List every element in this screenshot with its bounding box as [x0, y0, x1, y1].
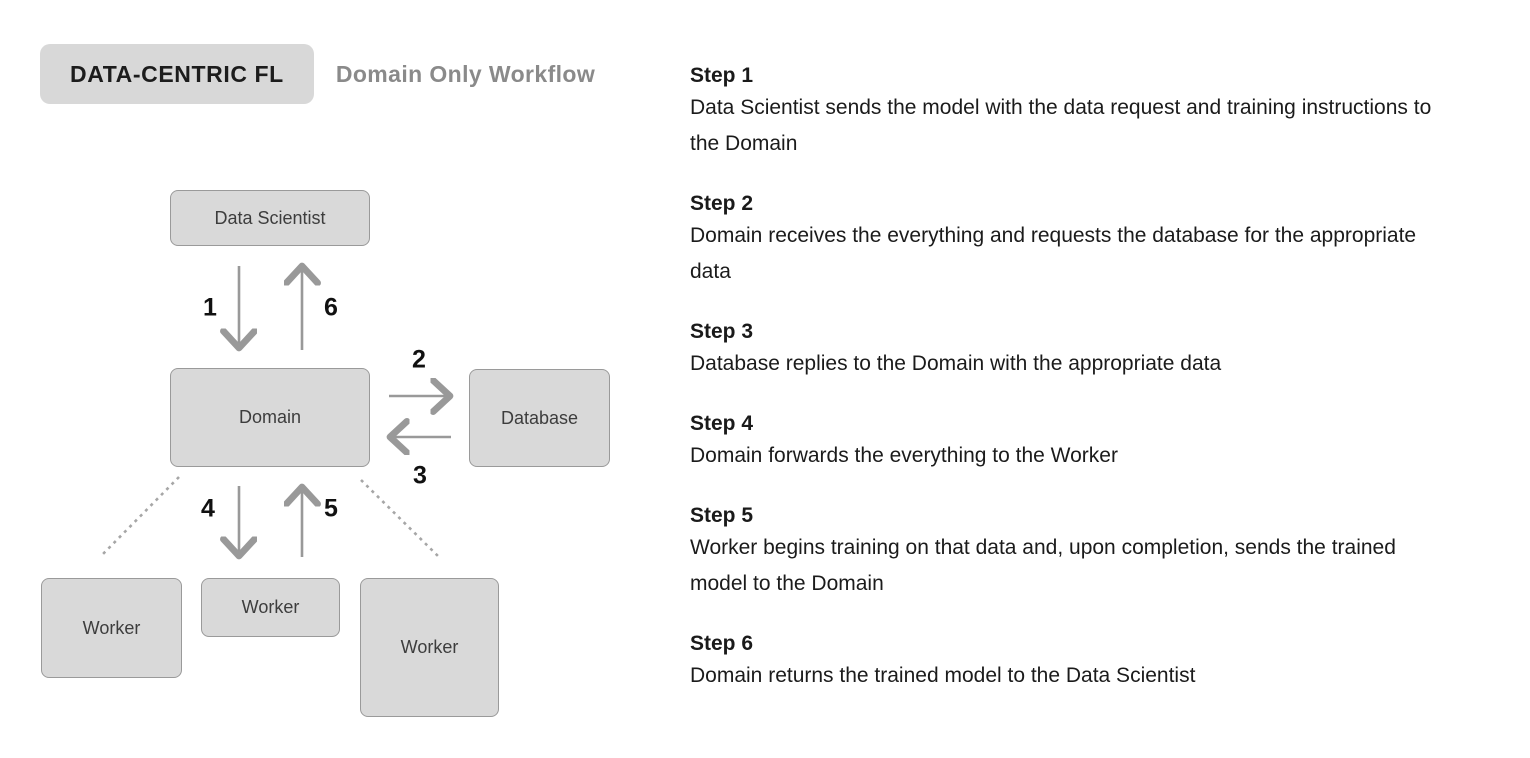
step-description: Database replies to the Domain with the … — [690, 352, 1222, 375]
category-badge: DATA-CENTRIC FL — [40, 44, 314, 104]
step-item-2: Step 2 Domain receives the everything an… — [690, 190, 1452, 290]
dotted-link-right — [360, 479, 442, 560]
workflow-diagram: Data Scientist Domain Database Worker Wo… — [0, 0, 660, 758]
step-description: Domain receives the everything and reque… — [690, 224, 1417, 283]
step-item-1: Step 1 Data Scientist sends the model wi… — [690, 62, 1452, 162]
header: DATA-CENTRIC FL Domain Only Workflow — [40, 44, 595, 104]
step-item-6: Step 6 Domain returns the trained model … — [690, 630, 1452, 694]
edge-label-6: 6 — [324, 293, 338, 322]
node-database: Database — [469, 369, 610, 467]
node-domain: Domain — [170, 368, 370, 467]
step-description: Worker begins training on that data and,… — [690, 536, 1396, 595]
steps-panel: Step 1 Data Scientist sends the model wi… — [690, 62, 1452, 722]
step-description: Domain forwards the everything to the Wo… — [690, 444, 1118, 467]
step-title: Step 4 — [690, 412, 754, 435]
dotted-link-left — [100, 476, 180, 557]
step-title: Step 6 — [690, 632, 754, 655]
step-title: Step 3 — [690, 320, 754, 343]
node-worker-center: Worker — [201, 578, 340, 637]
step-item-3: Step 3 Database replies to the Domain wi… — [690, 318, 1452, 382]
node-worker-left: Worker — [41, 578, 182, 678]
edge-label-1: 1 — [203, 293, 217, 322]
edge-label-5: 5 — [324, 494, 338, 523]
node-data-scientist: Data Scientist — [170, 190, 370, 246]
step-description: Domain returns the trained model to the … — [690, 664, 1196, 687]
step-item-4: Step 4 Domain forwards the everything to… — [690, 410, 1452, 474]
step-title: Step 1 — [690, 64, 754, 87]
workflow-title: Domain Only Workflow — [335, 60, 596, 87]
edge-label-2: 2 — [412, 345, 426, 374]
edge-label-3: 3 — [413, 461, 427, 490]
step-description: Data Scientist sends the model with the … — [690, 96, 1432, 155]
edge-label-4: 4 — [201, 494, 215, 523]
node-worker-right: Worker — [360, 578, 499, 717]
step-title: Step 5 — [690, 504, 754, 527]
diagram-connectors — [100, 0, 660, 560]
step-item-5: Step 5 Worker begins training on that da… — [690, 502, 1452, 602]
step-title: Step 2 — [690, 192, 754, 215]
